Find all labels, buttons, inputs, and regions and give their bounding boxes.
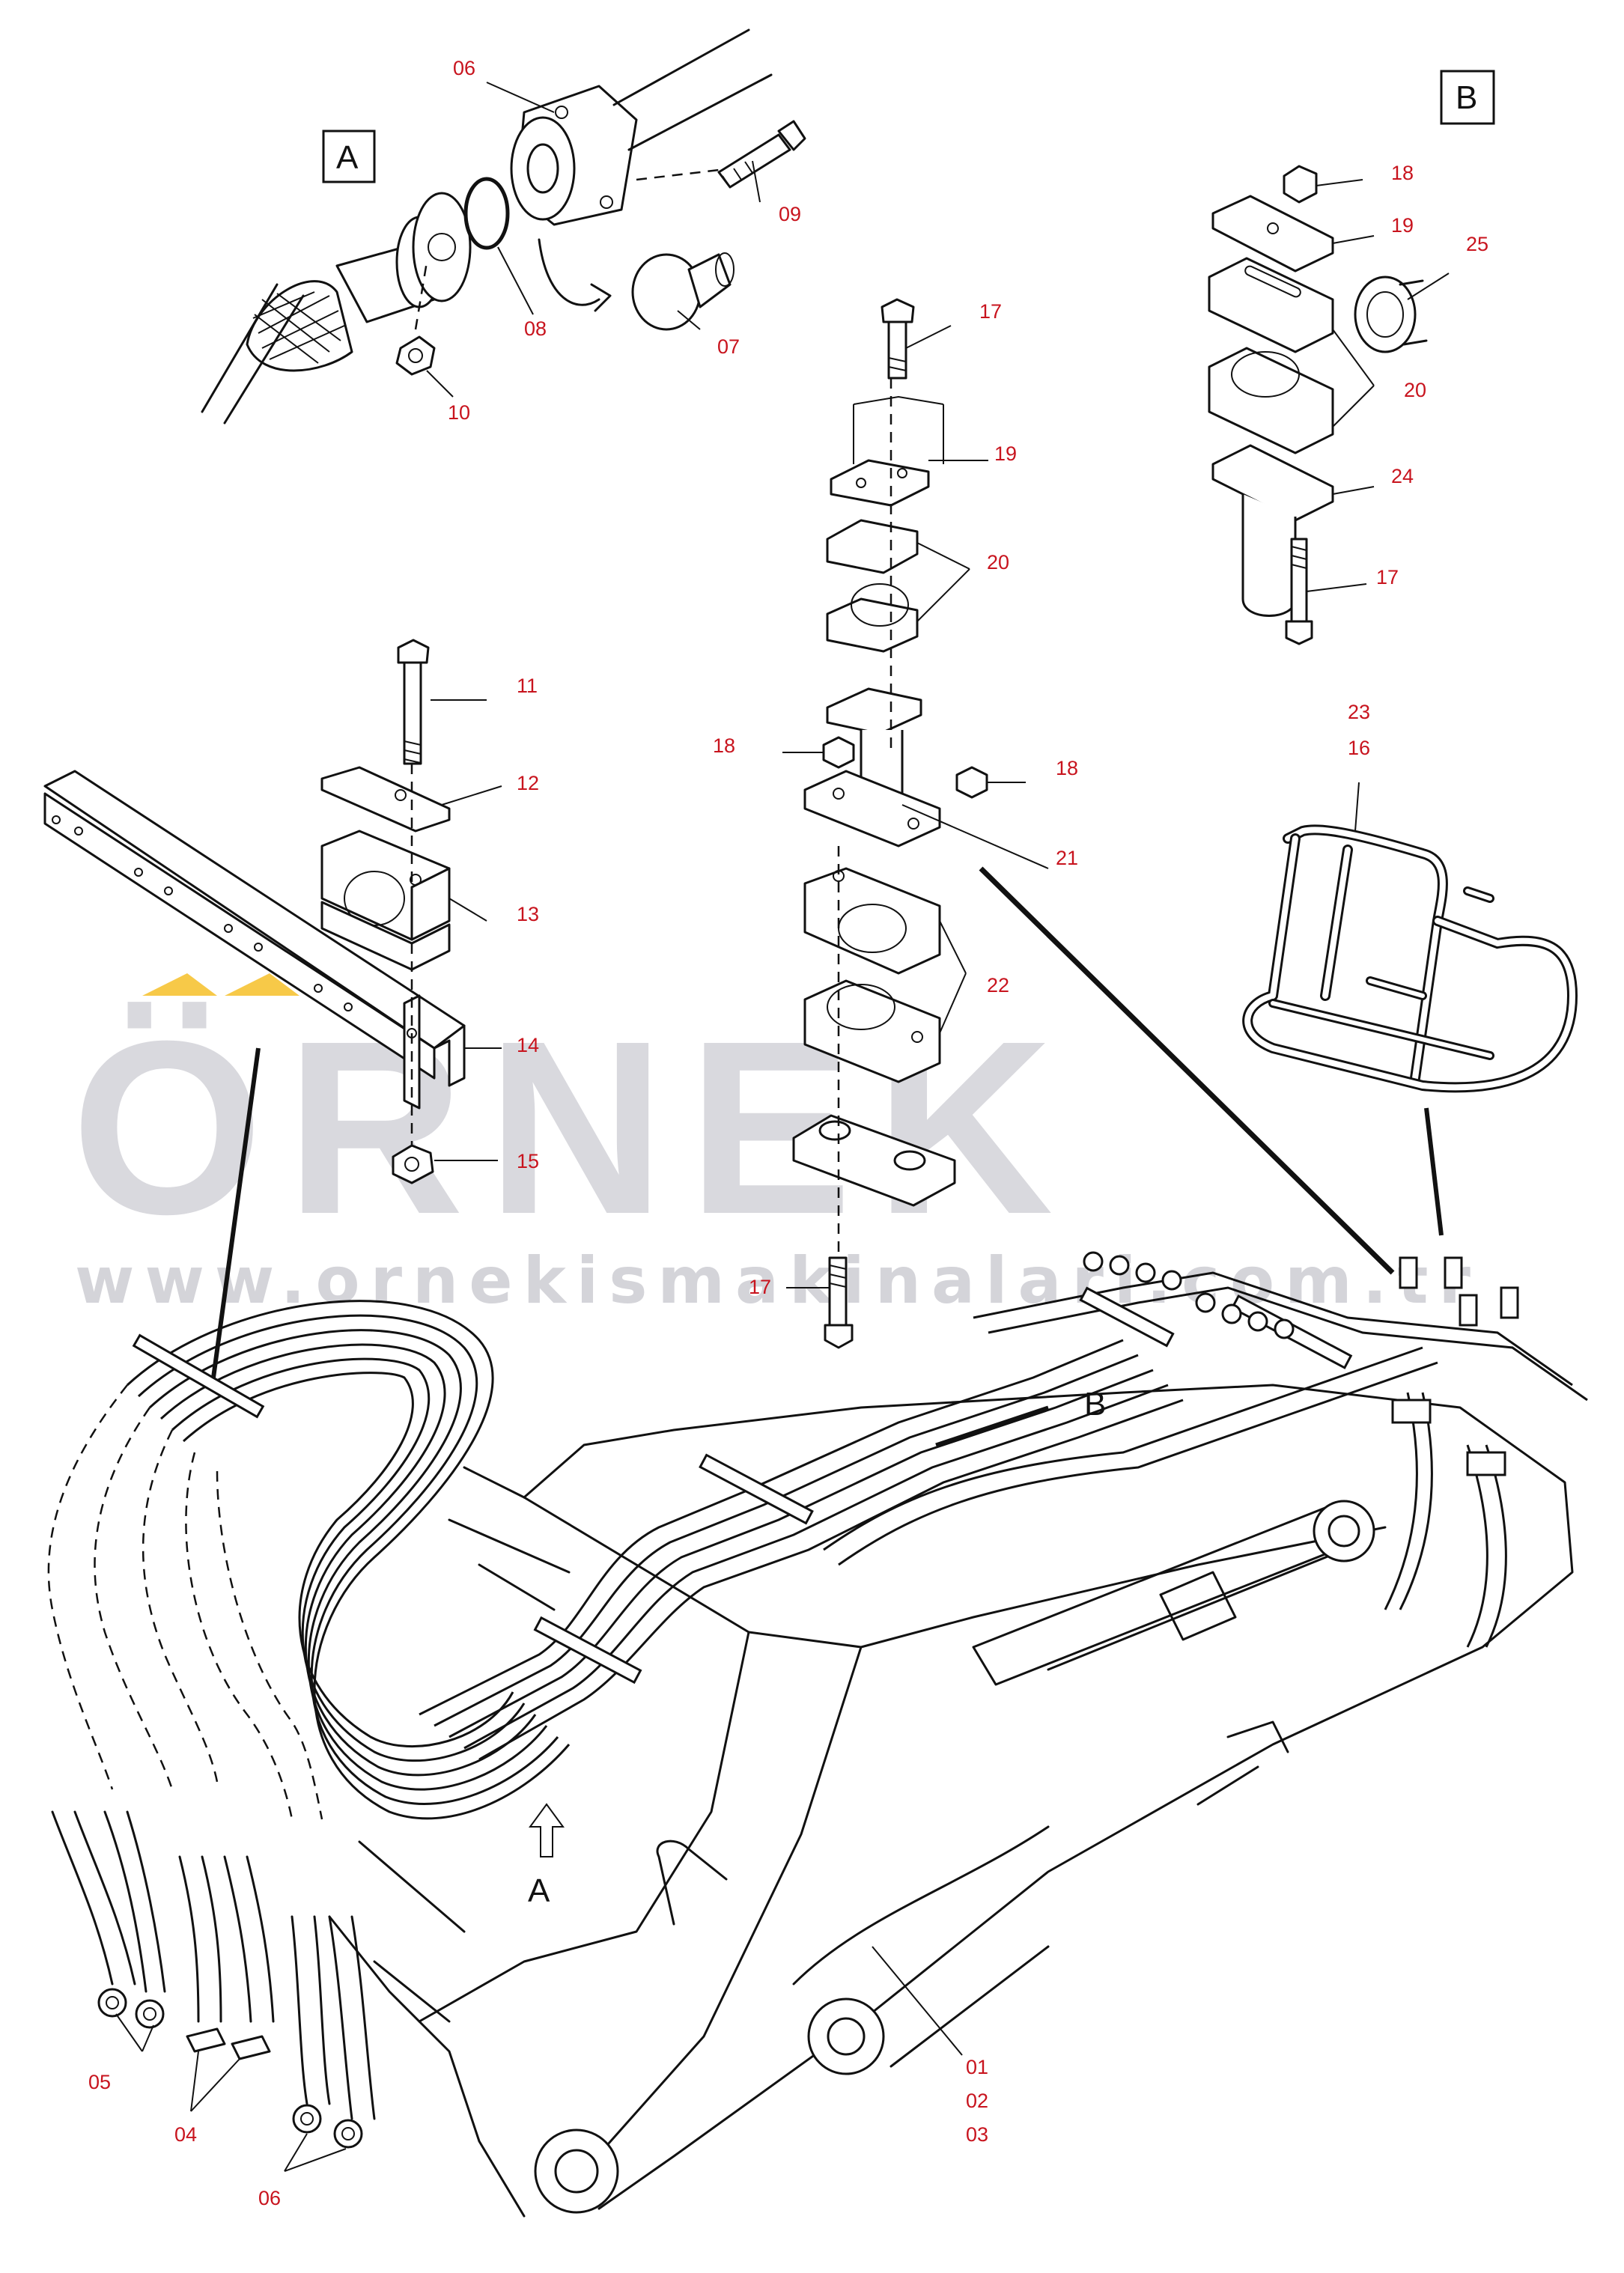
plate-24 [1211,444,1334,522]
hose-guard: 23 16 [1242,701,1578,1236]
lock-pin [656,1840,728,1926]
label-20a: 20 [987,551,1009,573]
label-18a: 18 [713,734,735,757]
bolt-11 [397,639,430,664]
plug-07 [631,253,702,331]
label-03: 03 [966,2123,988,2146]
fitting-04a [186,2027,226,2053]
label-18b: 18 [1056,757,1078,779]
o-ring [463,177,510,250]
label-25: 25 [1466,233,1488,255]
hose-end-fittings [51,1810,376,2149]
clamp-20a-upper [826,519,919,574]
label-01: 01 [966,2056,988,2078]
fitting-04b [231,2035,271,2060]
clamp-22-lower [803,979,941,1083]
bolt-09 [717,133,791,189]
label-06a: 06 [453,57,475,79]
plate-19a [830,459,930,507]
label-15: 15 [517,1150,539,1172]
boom-body [523,1384,1574,2210]
plate-12 [320,766,451,833]
label-17a: 17 [979,300,1002,323]
label-b-boom: B [1084,1386,1106,1422]
clamp-assembly-left: 11 12 13 14 15 [43,639,539,1184]
clamp-assembly-center: 17 19 20 18 18 21 22 17 [713,298,1395,1349]
label-16: 16 [1348,737,1370,759]
watermark: ÖRNEK www.ornekismakinalari.com.tr [71,973,1481,1318]
flange-half [412,192,472,302]
pointer-guard-to-boom [1424,1107,1444,1236]
label-12: 12 [517,772,539,794]
label-a-boom: A [528,1872,550,1909]
plate-21-top [826,687,922,735]
label-04: 04 [174,2123,197,2146]
view-b-pointer [935,1405,1049,1447]
clamp-20b-upper [1208,257,1334,353]
hose-bundle-loop [126,1300,571,1820]
watermark-accent-left [142,973,217,996]
view-a-arrow [529,1803,565,1857]
bolt-09-head [777,120,806,151]
top-hose-fittings [1083,1251,1519,1339]
view-b-title: B [1456,79,1477,116]
label-11: 11 [517,675,538,697]
label-02: 02 [966,2090,988,2112]
plate-21-bottom [803,770,941,848]
bolt-17c [1290,538,1308,623]
clamp-20b-lower [1208,347,1334,454]
nut-10 [395,335,436,376]
clamp-13-upper [320,830,451,941]
label-10: 10 [448,401,470,424]
watermark-accent-right [225,973,299,996]
label-21: 21 [1056,847,1078,869]
hose-bundle-boom [419,1271,1588,1761]
label-17c: 17 [1376,566,1399,588]
label-23: 23 [1348,701,1370,723]
label-08: 08 [524,317,547,340]
rotation-arrow [538,238,600,306]
label-19b: 19 [1391,214,1414,237]
label-18c: 18 [1391,162,1414,184]
label-17b: 17 [749,1276,771,1298]
label-14: 14 [517,1034,539,1056]
bolt-17-top [881,298,915,323]
boom-assembly: B A 01 02 03 05 04 06 [47,1047,1588,2218]
hose-clamps-boom [132,1286,1506,1685]
nut-18b [955,766,988,799]
nut-18c [1283,165,1318,204]
pointer-left-clamp [211,1047,261,1378]
clamp-22-upper [803,867,941,975]
detail-b: B 18 19 25 20 24 17 [1208,70,1495,645]
label-07: 07 [717,335,740,358]
view-b-box [1440,70,1495,125]
pointer-center-to-boom [979,866,1395,1275]
label-09: 09 [779,203,801,225]
view-a-box [322,130,376,183]
nut-18a [822,736,855,769]
detail-a: A [201,28,806,425]
label-05: 05 [88,2071,111,2093]
grommet-25 [1354,276,1417,353]
label-06b: 06 [258,2187,281,2209]
view-a-title: A [336,139,359,176]
hydraulic-cylinder [972,1503,1357,1686]
label-13: 13 [517,903,539,925]
watermark-url: www.ornekismakinalari.com.tr [75,1244,1481,1318]
label-24: 24 [1391,465,1414,487]
label-19a: 19 [994,442,1017,465]
label-22: 22 [987,974,1009,996]
hose-bundle-dashed [47,1384,323,1820]
label-20b: 20 [1404,379,1426,401]
